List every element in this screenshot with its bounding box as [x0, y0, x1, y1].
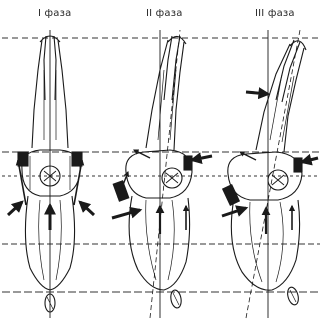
phase-1-figure: [8, 30, 94, 318]
phase-3-figure: [222, 30, 318, 318]
phase-3-label: III фаза: [255, 8, 295, 19]
phase-2-label: II фаза: [146, 8, 183, 19]
phase-2-figure: [112, 30, 212, 318]
phase-1-label: I фаза: [38, 8, 71, 19]
